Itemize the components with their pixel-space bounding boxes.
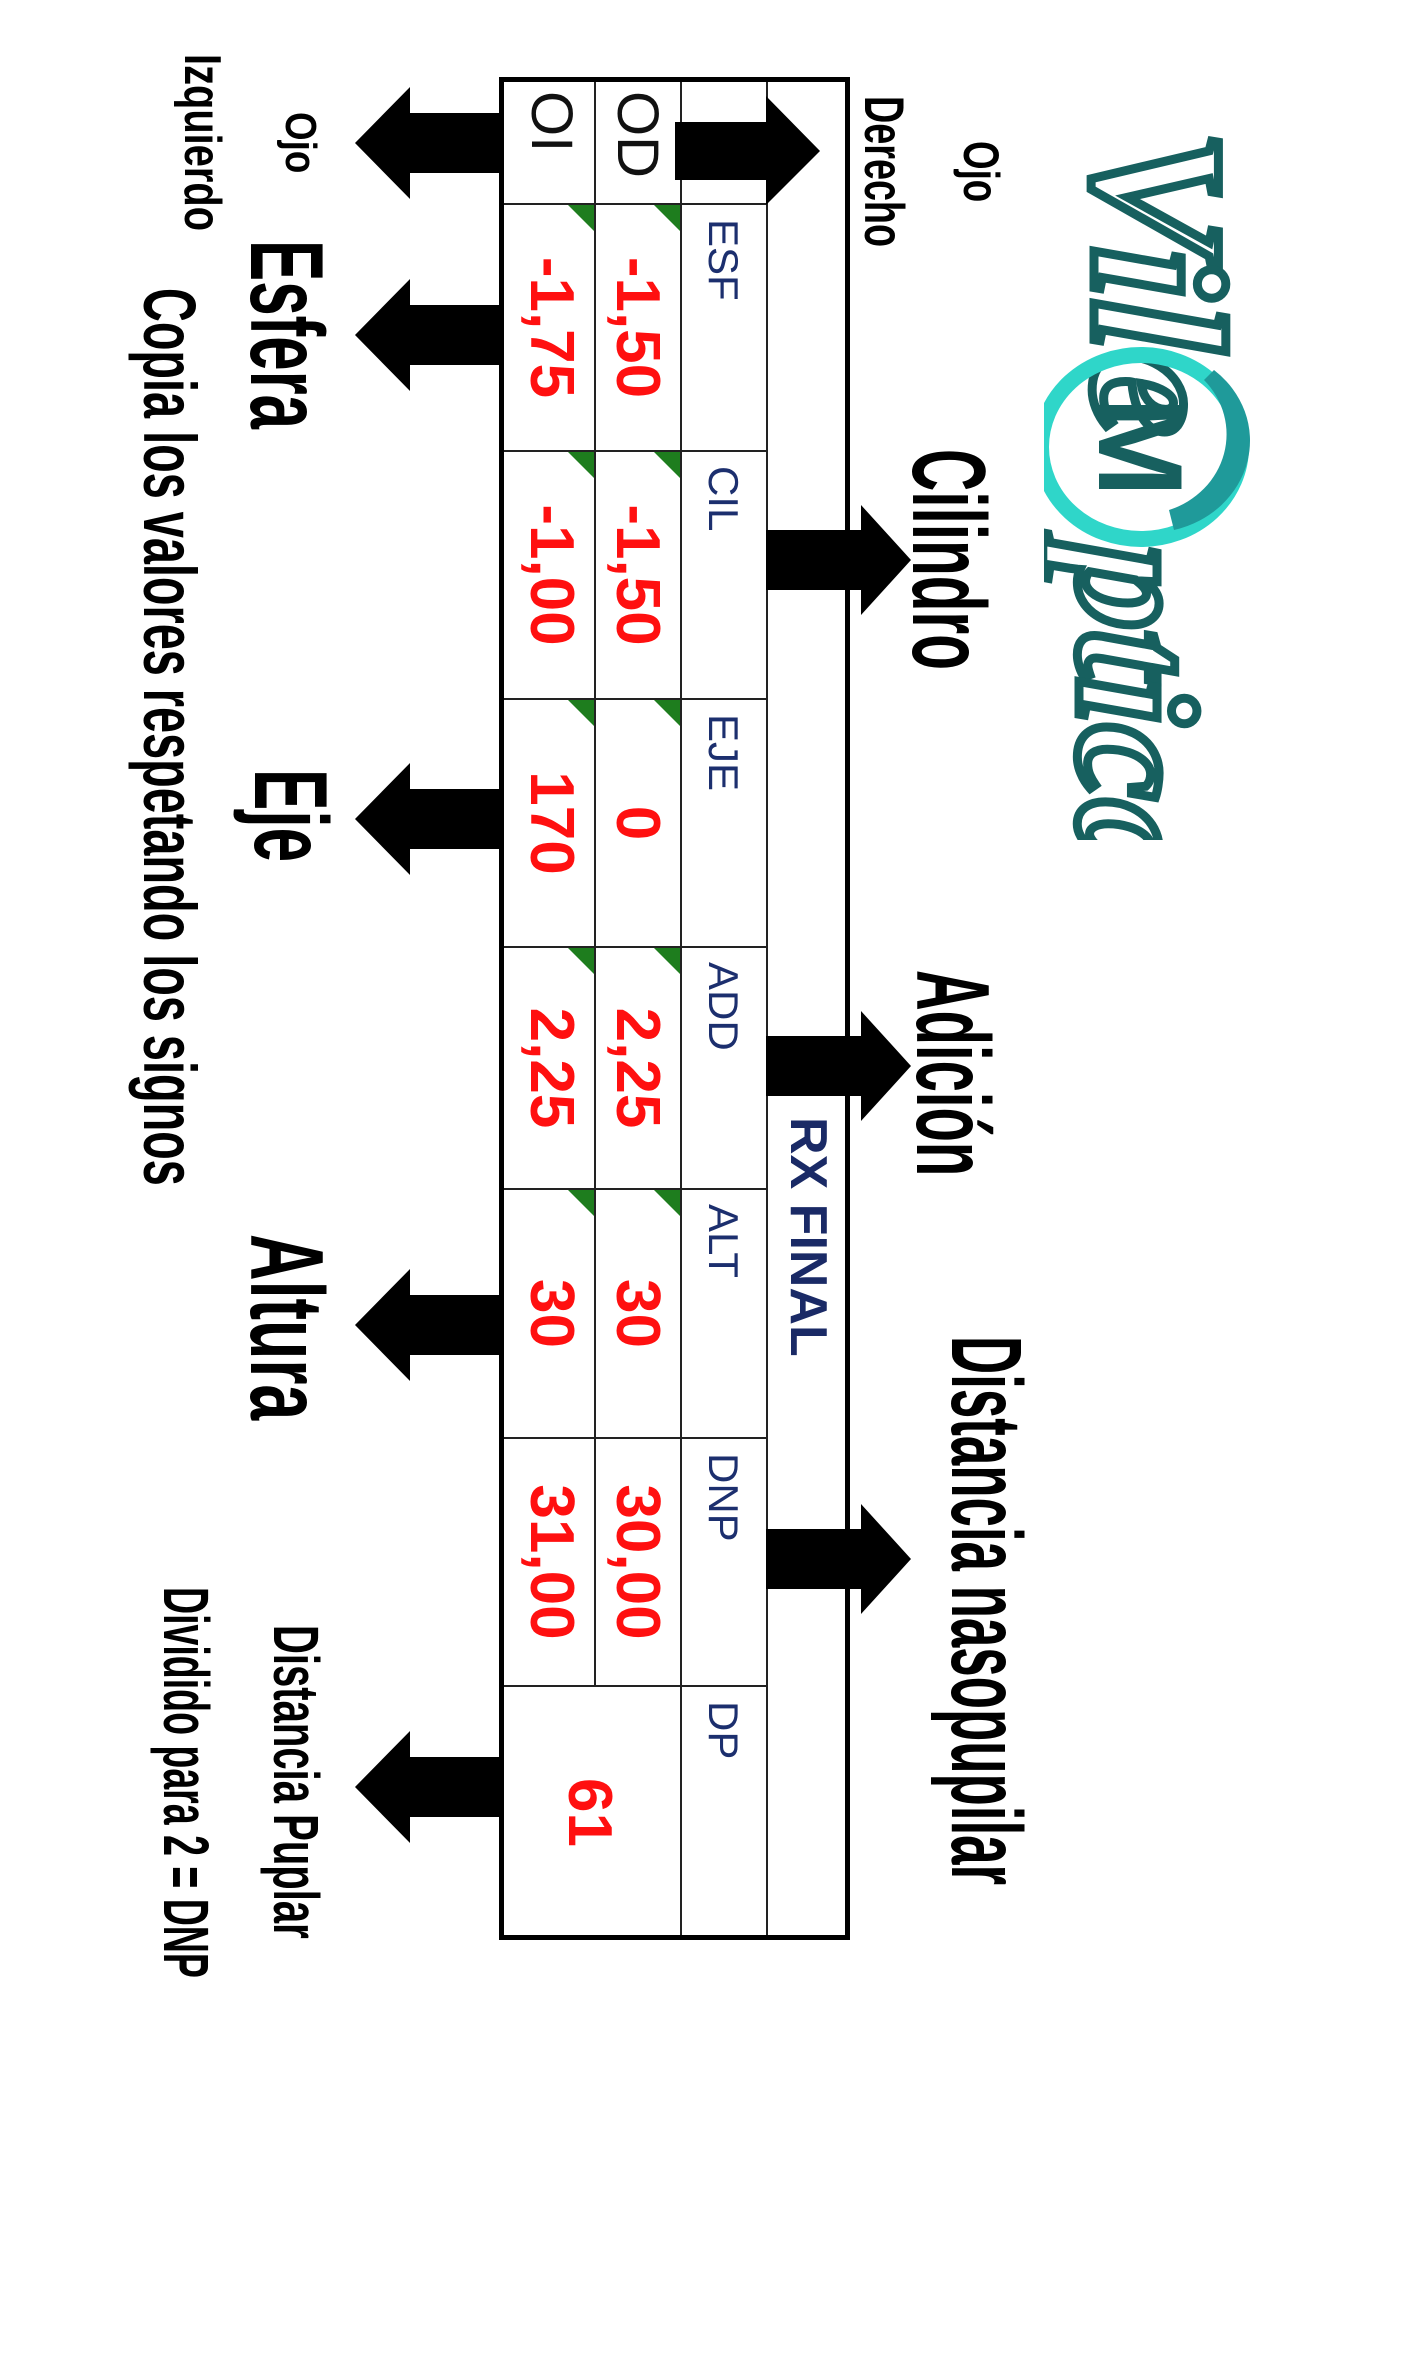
arrow-ojo-izquierdo-icon <box>355 87 499 199</box>
label-ojo-izquierdo: Ojo <box>276 112 325 174</box>
label-adicion: Adición <box>894 970 1010 1177</box>
logo-monogram: M <box>1073 397 1207 497</box>
label-eje: Eje <box>232 769 348 863</box>
arrow-ojo-derecho-icon <box>675 96 820 205</box>
arrow-dnp-icon <box>766 1504 911 1614</box>
logo-eyelid-icon <box>1169 370 1250 530</box>
label-derecho: Derecho <box>853 96 916 248</box>
arrow-cilindro-icon <box>766 505 911 615</box>
label-esfera: Esfera <box>228 240 344 429</box>
label-dividido: Dividido para 2 = DNP <box>150 1587 222 1978</box>
arrows-layer <box>355 87 911 1843</box>
label-distancia-nasopupilar: Distancia nasopupilar <box>930 1336 1042 1886</box>
label-esfera-note: Copia los valores respetando los signos <box>128 288 211 1186</box>
arrow-dp-icon <box>355 1731 499 1843</box>
logo-text-right: ptica <box>1044 532 1230 840</box>
label-izquierdo: Izquierdo <box>173 54 231 232</box>
logo-text-left: Vile <box>1052 130 1262 436</box>
logo: Vile M ptica <box>1044 126 1264 840</box>
label-distancia-pupilar: Distancia Puplar <box>260 1625 332 1939</box>
label-altura: Altura <box>228 1234 344 1421</box>
arrow-eje-icon <box>355 763 499 875</box>
arrow-esfera-icon <box>355 279 499 391</box>
arrow-adicion-icon <box>766 1011 911 1121</box>
rotated-sheet: Vile M ptica RX FINAL ESF CIL EJE ADD AL… <box>128 54 1264 1978</box>
label-cilindro: Cilindro <box>890 449 1006 670</box>
label-ojo-derecho: Ojo <box>953 141 1009 203</box>
arrow-altura-icon <box>355 1269 499 1381</box>
